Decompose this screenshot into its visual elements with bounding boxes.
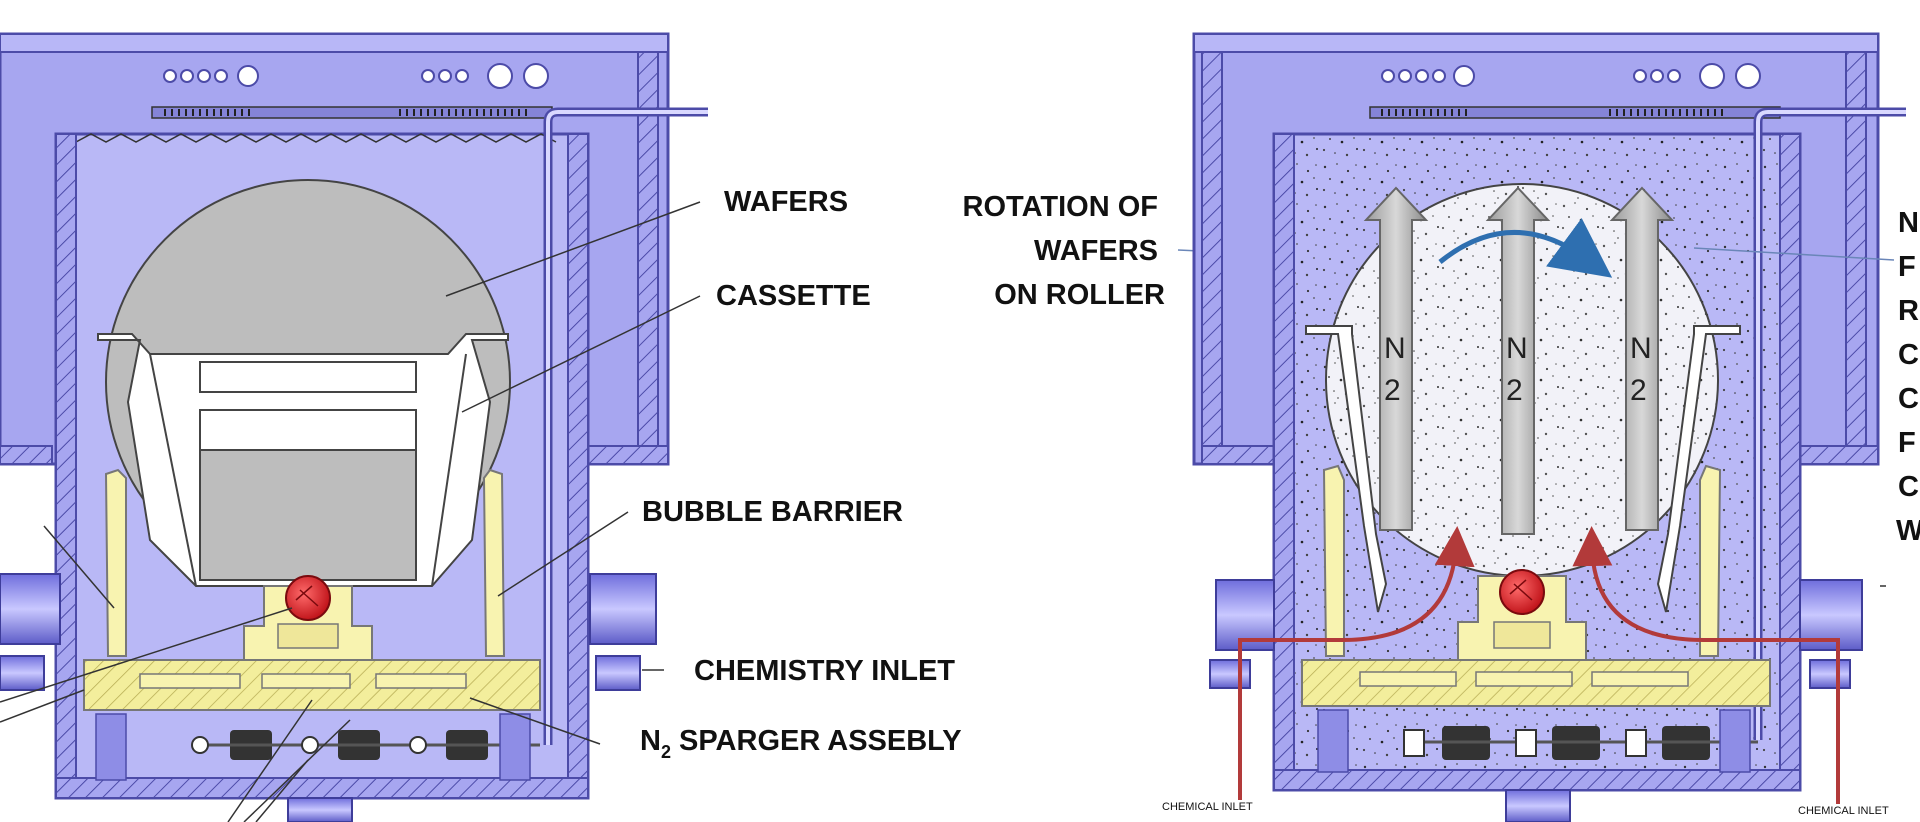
- n2-flow-arrow-2: N 2: [1485, 186, 1551, 535]
- cropped-letter-7: C: [1898, 471, 1919, 503]
- left-lower-fittings: [191, 730, 540, 760]
- cropped-label-column: N F R C C F C W: [1896, 207, 1920, 547]
- right-outer-left-wall: [1201, 51, 1223, 453]
- left-leader-lines: [0, 201, 701, 822]
- cropped-letter-3: R: [1898, 295, 1919, 327]
- n2-flow-arrow-1: N 2: [1363, 186, 1429, 531]
- right-vent-slots: [1381, 109, 1723, 116]
- right-lower-fittings: [1403, 726, 1758, 760]
- left-side-pipe-left: [0, 573, 61, 645]
- label-sparger-assembly: N2 SPARGER ASSEBLY: [640, 725, 962, 762]
- right-drain-pipe: [1505, 789, 1571, 822]
- cropped-letter-6: F: [1898, 427, 1916, 459]
- n2-label-3-letter: N: [1630, 332, 1652, 365]
- left-indicator-lights: [163, 63, 549, 89]
- left-outer-bottom-left: [0, 445, 53, 465]
- left-drain-pipe: [287, 797, 353, 822]
- right-cassette-left: [1305, 325, 1388, 613]
- left-vent-slots: [164, 109, 527, 116]
- label-rotation-line1: ROTATION OF: [963, 191, 1158, 223]
- right-outer-rim: [1193, 33, 1879, 53]
- left-tank: [0, 32, 708, 822]
- cropped-letter-2: F: [1898, 251, 1916, 283]
- cropped-letter-8: W: [1896, 515, 1920, 547]
- left-outer-rim: [0, 33, 669, 53]
- chemical-flow-arrows: [1238, 526, 1840, 804]
- label-cassette: CASSETTE: [716, 280, 871, 312]
- rotation-label: ROTATION OF WAFERS ON ROLLER: [963, 191, 1441, 311]
- cropped-letter-1: N: [1898, 207, 1919, 239]
- n2-label-2-digit: 2: [1506, 374, 1523, 407]
- label-chemical-inlet-right: CHEMICAL INLET: [1798, 805, 1889, 817]
- cropped-letter-4: C: [1898, 339, 1919, 371]
- right-tank: N 2 N 2 N 2: [1192, 32, 1906, 822]
- left-side-pipe-right: [589, 573, 657, 645]
- label-bubble-barrier: BUBBLE BARRIER: [642, 496, 903, 528]
- n2-label-3-digit: 2: [1630, 374, 1647, 407]
- right-cassette-right: [1656, 325, 1741, 613]
- label-rotation-line3: ON ROLLER: [994, 279, 1165, 311]
- right-indicator-lights: [1381, 63, 1761, 89]
- right-label-leader: [1693, 247, 1895, 261]
- label-wafers: WAFERS: [724, 186, 848, 218]
- left-inner-wall-left: [55, 133, 77, 799]
- right-bubble-barrier-left: [1322, 464, 1345, 657]
- cropped-letter-5: C: [1898, 383, 1919, 415]
- n2-label-1-letter: N: [1384, 332, 1406, 365]
- left-bubble-barrier-right: [482, 468, 506, 657]
- label-rotation-line2: WAFERS: [1034, 235, 1158, 267]
- left-inner-floor: [55, 777, 589, 799]
- left-bubble-barrier-left: [104, 468, 127, 657]
- label-chemistry-inlet: CHEMISTRY INLET: [694, 655, 955, 687]
- rotation-arrow: [1438, 218, 1613, 278]
- n2-label-2-letter: N: [1506, 332, 1528, 365]
- right-bubble-barrier-right: [1699, 464, 1722, 657]
- left-liquid-surface: [75, 133, 557, 143]
- left-outer-bottom-right: [587, 445, 669, 465]
- left-inner-wall-right: [567, 133, 589, 799]
- n2-flow-arrow-3: N 2: [1609, 186, 1675, 531]
- n2-label-1-digit: 2: [1384, 374, 1401, 407]
- label-chemical-inlet-left: CHEMICAL INLET: [1162, 801, 1253, 813]
